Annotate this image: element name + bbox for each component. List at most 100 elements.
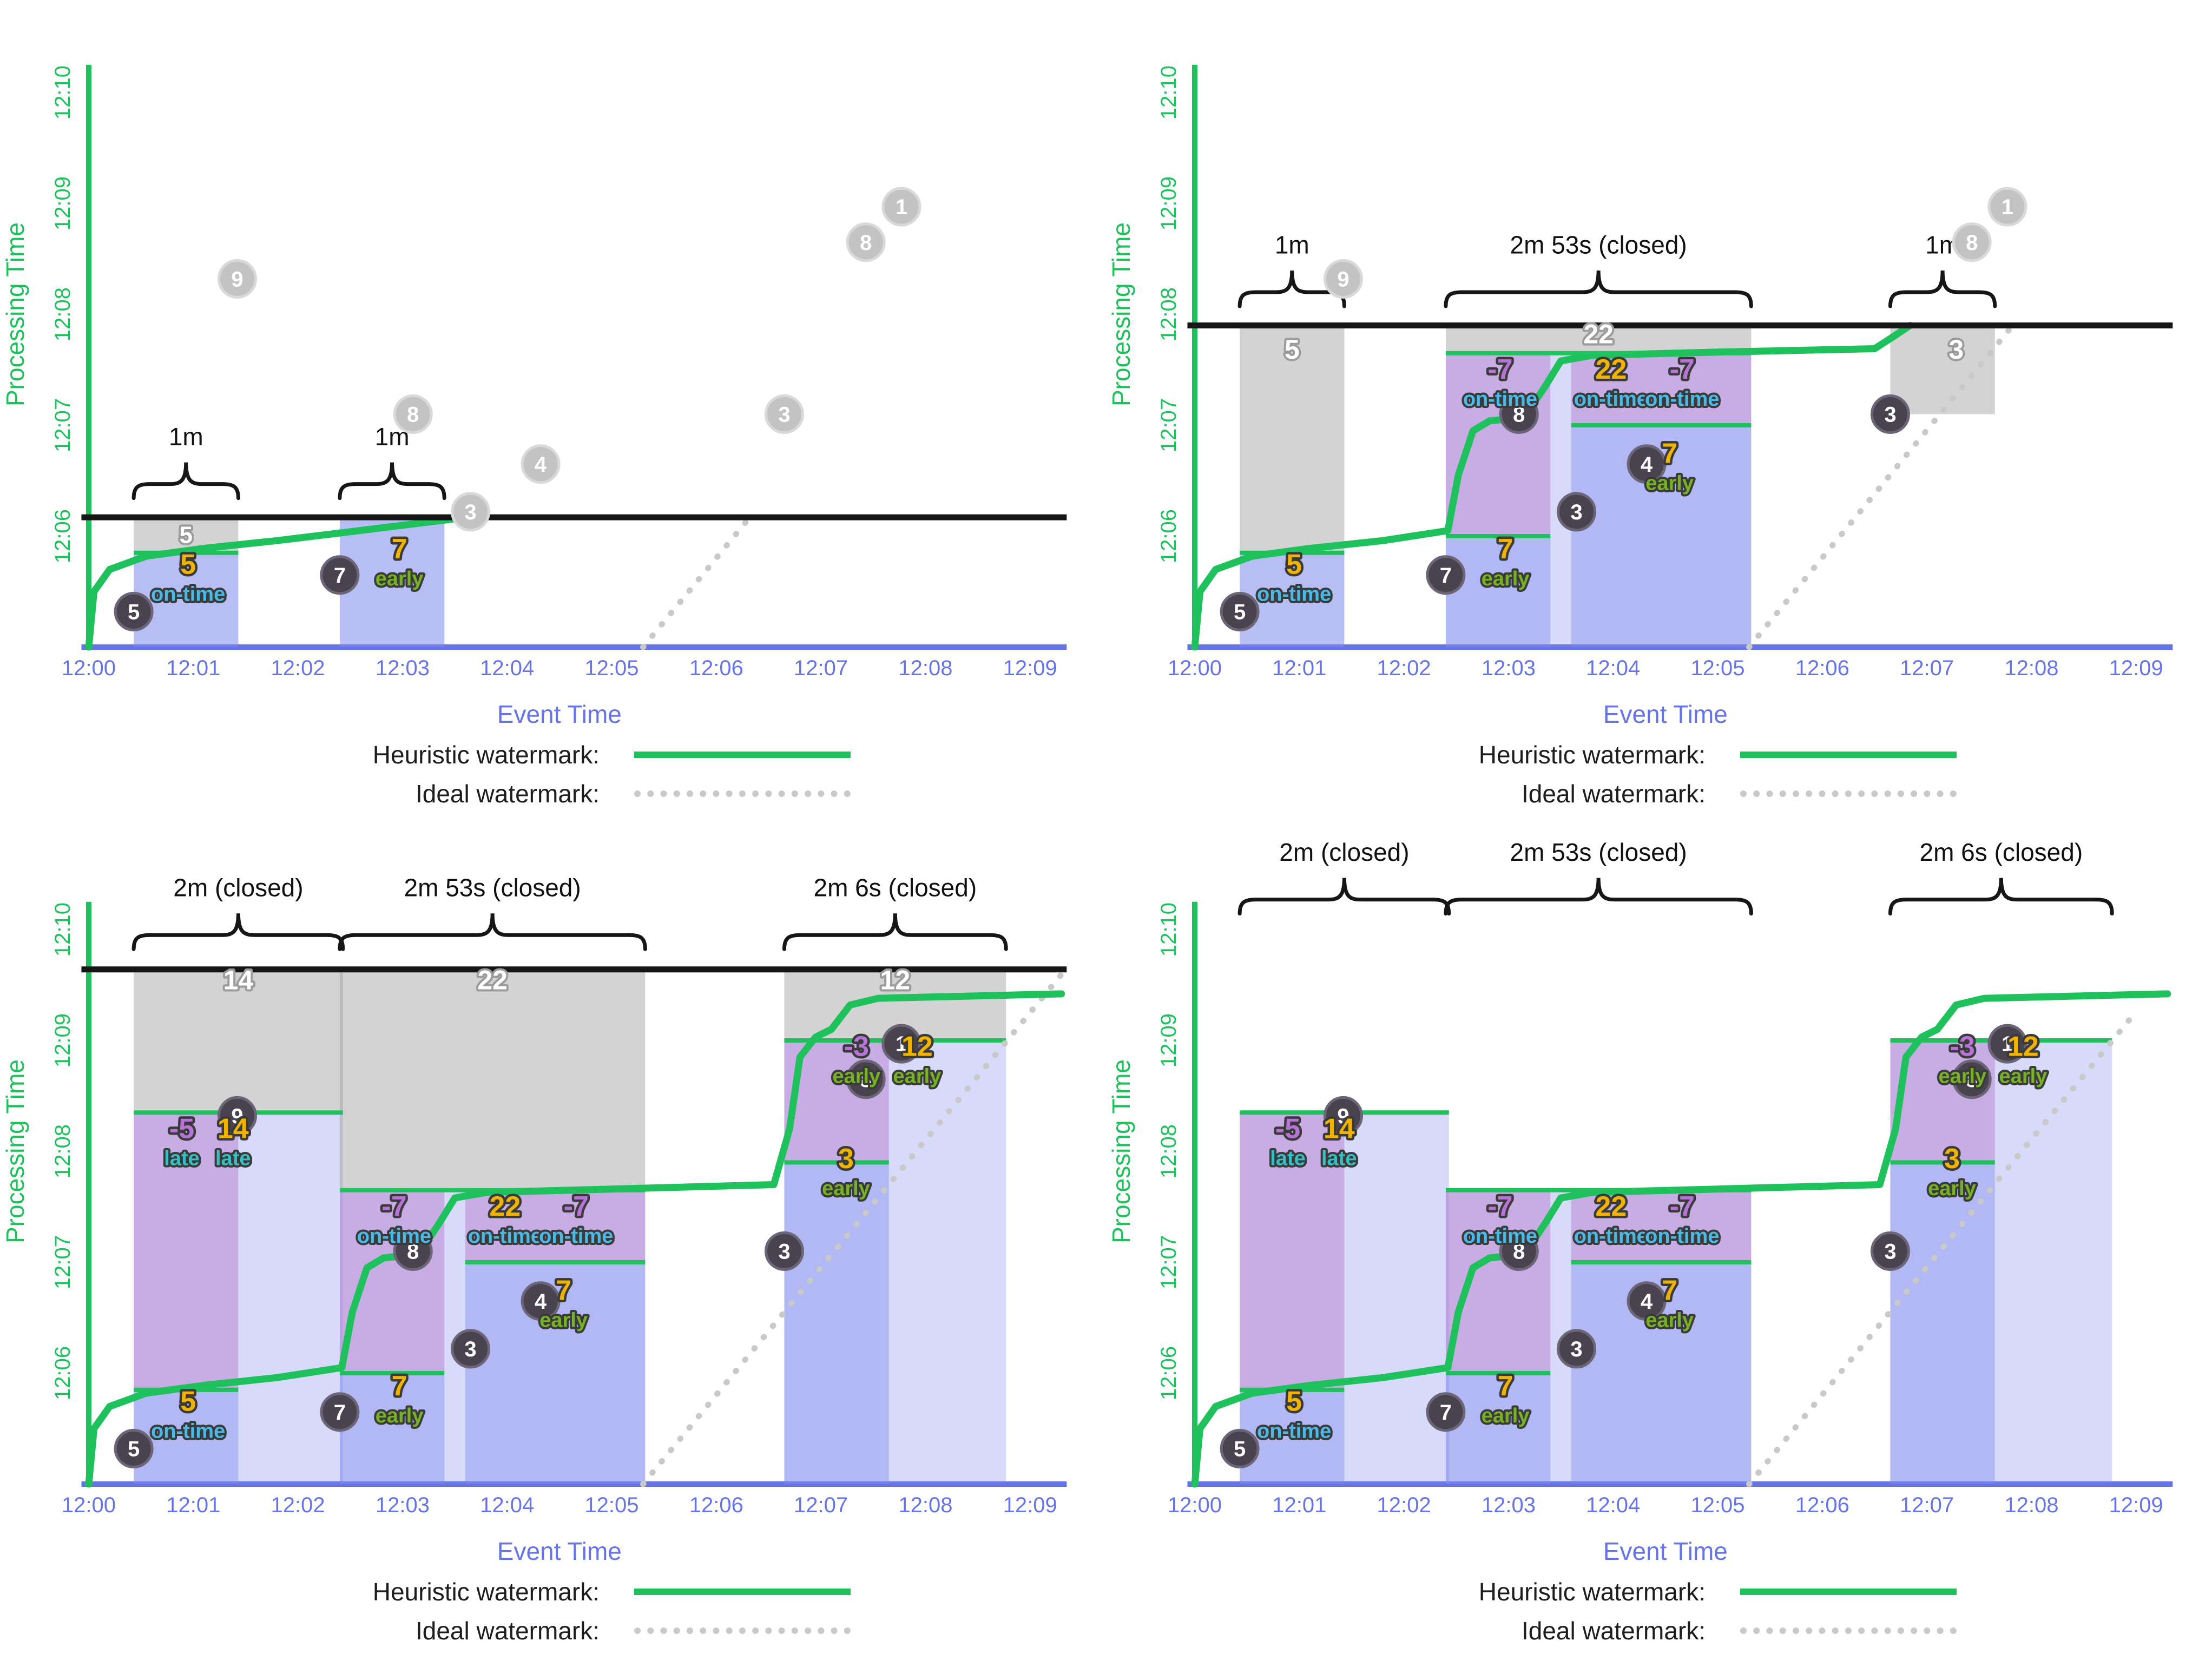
- heuristic-watermark-line-sample: [1740, 1589, 1957, 1595]
- pane-tag: on-time: [1257, 1420, 1331, 1443]
- y-axis-title: Processing Time: [1107, 1059, 1135, 1243]
- data-point-done: [1220, 1428, 1260, 1468]
- y-tick-label: 12:08: [51, 1124, 75, 1178]
- legend-row-heuristic: Heuristic watermark:: [255, 740, 851, 769]
- pane-tag: on-time: [1645, 388, 1719, 411]
- window-region-gray: [1445, 325, 1752, 353]
- x-tick-label: 12:02: [1377, 656, 1431, 680]
- y-tick-label: 12:09: [1157, 176, 1181, 230]
- data-point-done: [114, 1428, 154, 1468]
- y-tick-label: 12:06: [1157, 1346, 1181, 1400]
- x-tick-label: 12:09: [2109, 1493, 2163, 1517]
- data-point-pending: [393, 394, 433, 434]
- y-tick-label: 12:07: [1157, 1235, 1181, 1289]
- data-point-done: [320, 555, 360, 595]
- band-value: 22: [1583, 319, 1614, 349]
- pane-value: 7: [1498, 1370, 1513, 1402]
- ideal-watermark-label: Ideal watermark:: [1521, 780, 1706, 808]
- y-tick-label: 12:06: [51, 1346, 75, 1400]
- x-tick-label: 12:02: [271, 656, 325, 680]
- legend: Heuristic watermark: Ideal watermark:: [0, 1577, 1106, 1645]
- window-region-blue: [134, 1389, 239, 1484]
- window-duration-brace: [1444, 878, 1753, 916]
- ideal-watermark-line-sample: [634, 790, 851, 797]
- y-tick-label: 12:10: [1157, 65, 1181, 120]
- data-point-value: 7: [334, 564, 346, 588]
- data-point-value: 3: [464, 500, 476, 524]
- data-point-pending: [1952, 222, 1992, 262]
- pane-value: 7: [1662, 1275, 1677, 1307]
- window-region-lavender: [339, 1190, 445, 1373]
- data-point-done: [217, 1096, 257, 1136]
- pane-value: 5: [1286, 549, 1302, 581]
- pane-value: 5: [1286, 1386, 1302, 1418]
- x-axis-title: Event Time: [497, 700, 622, 728]
- data-point-value: 8: [860, 231, 872, 255]
- y-tick-label: 12:06: [51, 509, 75, 563]
- data-point-value: 8: [407, 1240, 419, 1264]
- ideal-watermark-line-sample: [1740, 1627, 1957, 1634]
- pane-value: -7: [1487, 354, 1512, 385]
- data-point-pending: [521, 444, 561, 484]
- data-point-value: 9: [231, 1104, 243, 1128]
- pane-value: 5: [180, 549, 196, 581]
- data-point-value: 9: [1337, 1104, 1349, 1128]
- pane-tag: early: [893, 1065, 942, 1088]
- data-point-value: 1: [896, 195, 907, 219]
- heuristic-watermark-line: [1191, 322, 1914, 651]
- x-tick-label: 12:03: [1482, 1493, 1536, 1517]
- window-region-blue: [1445, 536, 1551, 647]
- data-point-value: 3: [464, 1337, 476, 1361]
- y-axis-title: Processing Time: [1, 1059, 29, 1243]
- pane-value: -7: [381, 1191, 406, 1222]
- pane-value: 7: [1498, 533, 1513, 565]
- x-tick-label: 12:01: [1272, 1493, 1326, 1517]
- window-region-blueSolid: [134, 552, 239, 647]
- pane-tag: on-time: [1463, 1225, 1537, 1248]
- y-tick-label: 12:08: [1157, 1124, 1181, 1178]
- data-point-value: 3: [1570, 1337, 1582, 1361]
- data-point-done: [1987, 1024, 2027, 1064]
- x-tick-label: 12:08: [898, 1493, 952, 1517]
- pane-tag: on-time: [1463, 388, 1537, 411]
- heuristic-watermark-line: [1191, 990, 2171, 1488]
- pane-value: 7: [1662, 438, 1677, 470]
- pane-tag: early: [1482, 1405, 1530, 1427]
- data-point-done: [393, 1231, 433, 1271]
- x-tick-label: 12:00: [1168, 656, 1222, 680]
- pane-value: 3: [1944, 1143, 1960, 1175]
- window-region-lavender: [1571, 1190, 1752, 1262]
- pane-tag: early: [1645, 472, 1694, 495]
- window-region-blue: [339, 1373, 445, 1484]
- ideal-watermark-label: Ideal watermark:: [415, 1617, 600, 1645]
- legend-row-heuristic: Heuristic watermark:: [1361, 740, 1957, 769]
- x-tick-label: 12:09: [2109, 656, 2163, 680]
- pane-value: 7: [392, 533, 407, 565]
- data-point-done: [1426, 555, 1466, 595]
- data-point-pending: [764, 394, 804, 434]
- window-region-blue: [1890, 1162, 1995, 1484]
- data-point-value: 5: [128, 1437, 140, 1461]
- pane-tag: late: [1321, 1147, 1357, 1170]
- x-tick-label: 12:09: [1003, 656, 1057, 680]
- heuristic-watermark-line-sample: [634, 752, 851, 758]
- heuristic-watermark-line-sample: [634, 1589, 851, 1595]
- ideal-watermark-label: Ideal watermark:: [1521, 1617, 1706, 1645]
- x-tick-label: 12:01: [166, 1493, 220, 1517]
- pane-tag: early: [1999, 1065, 2048, 1088]
- y-tick-label: 12:08: [51, 287, 75, 341]
- data-point-value: 5: [1234, 1437, 1246, 1461]
- data-point-pending: [846, 222, 886, 262]
- band-value: 5: [1285, 334, 1300, 365]
- legend-row-ideal: Ideal watermark:: [1361, 779, 1957, 808]
- heuristic-watermark-label: Heuristic watermark:: [372, 741, 600, 769]
- pane-tag: on-time: [468, 1225, 542, 1248]
- x-tick-label: 12:08: [2004, 1493, 2058, 1517]
- window-region-blue: [1240, 1389, 1345, 1484]
- ideal-watermark-line: [640, 514, 753, 650]
- ideal-watermark-line-sample: [634, 1627, 851, 1634]
- pane-tag: late: [164, 1147, 199, 1170]
- window-duration-brace: [131, 462, 240, 500]
